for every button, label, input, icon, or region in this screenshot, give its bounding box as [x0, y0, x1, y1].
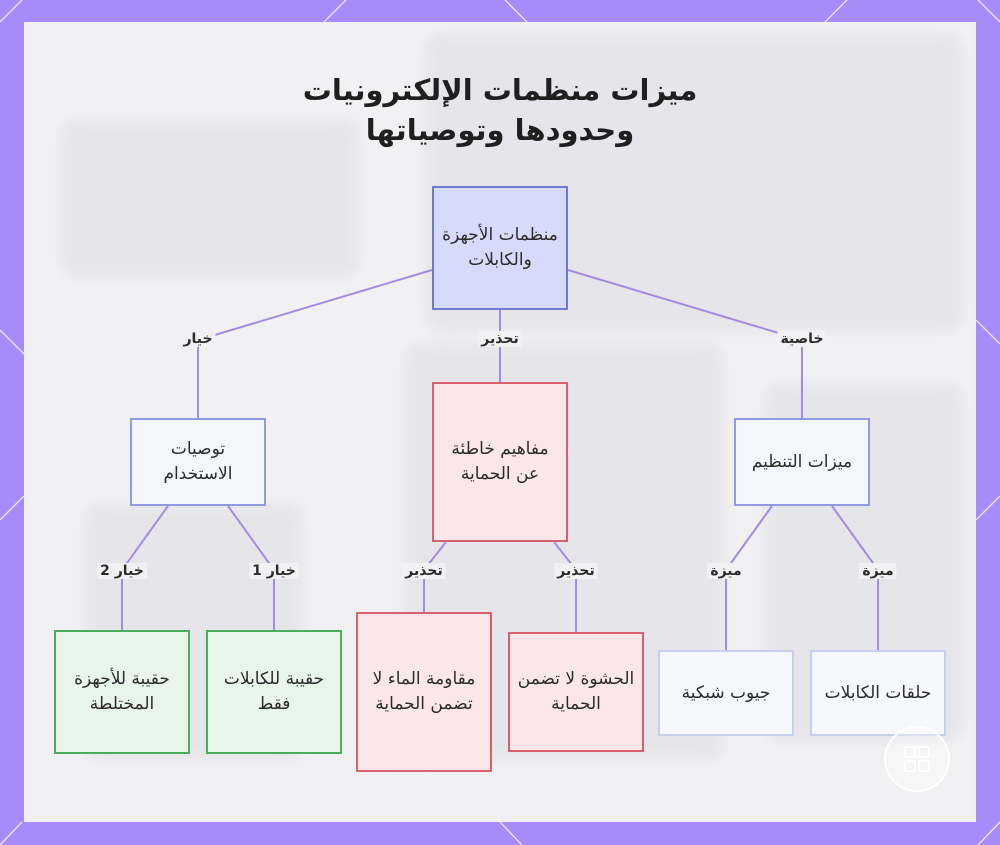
node-padding-warning: الحشوة لا تضمن الحماية: [508, 632, 644, 752]
edge-misc-padding: [554, 542, 576, 632]
node-cable-loops: حلقات الكابلات: [810, 650, 946, 736]
edge-label-feat-loops: ميزة: [859, 563, 896, 579]
node-root: منظمات الأجهزة والكابلات: [432, 186, 568, 310]
grid-logo-icon: [884, 726, 950, 792]
node-cables-only-bag: حقيبة للكابلات فقط: [206, 630, 342, 754]
node-water-resistance-warning: مقاومة الماء لا تضمن الحماية: [356, 612, 492, 772]
edge-label-root-misconceptions: تحذير: [478, 331, 521, 347]
node-usage-recommendations: توصيات الاستخدام: [130, 418, 266, 506]
edge-label-root-usage: خيار: [180, 331, 215, 347]
edge-label-misc-padding: تحذير: [554, 563, 597, 579]
edge-label-root-features: خاصية: [777, 331, 826, 347]
edge-root-usage: [198, 270, 432, 418]
node-protection-misconceptions: مفاهيم خاطئة عن الحماية: [432, 382, 568, 542]
node-organization-features: ميزات التنظيم: [734, 418, 870, 506]
edge-label-usage-opt2: خيار 2: [97, 563, 147, 579]
edge-root-features: [568, 270, 802, 418]
node-mesh-pockets: جيوب شبكية: [658, 650, 794, 736]
edge-label-usage-opt1: خيار 1: [249, 563, 299, 579]
node-mixed-devices-bag: حقيبة للأجهزة المختلطة: [54, 630, 190, 754]
edge-label-misc-water: تحذير: [402, 563, 445, 579]
edge-label-feat-mesh: ميزة: [707, 563, 744, 579]
